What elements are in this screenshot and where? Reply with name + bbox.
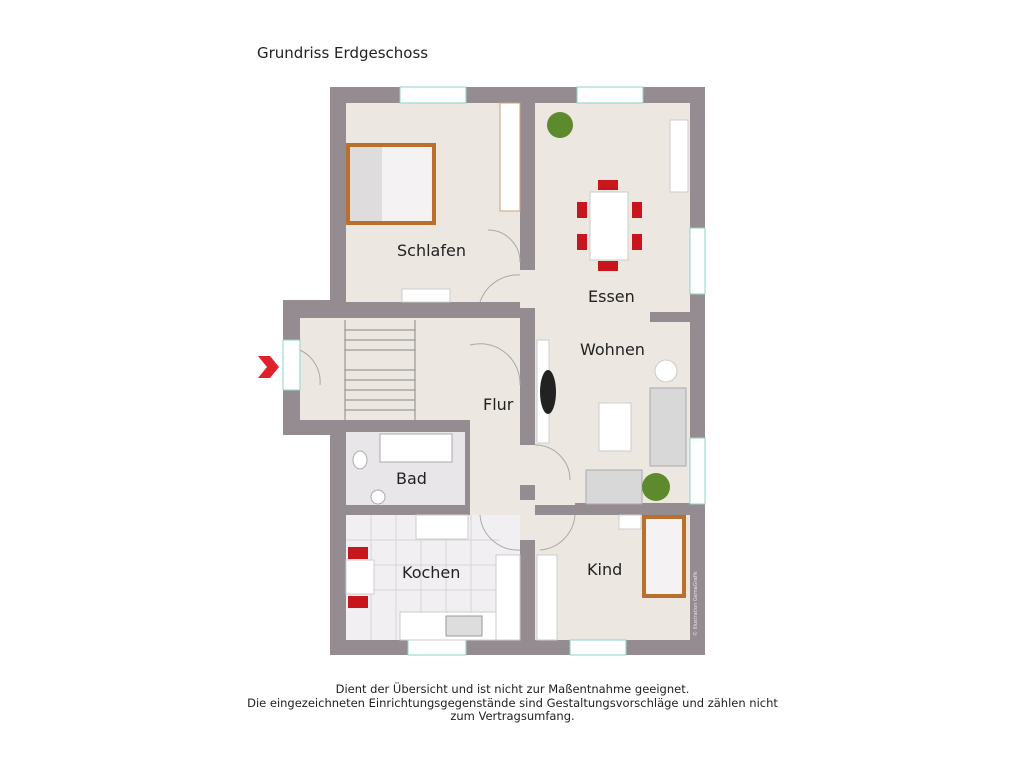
bathtub: [379, 433, 453, 463]
plan-title: Grundriss Erdgeschoss: [257, 44, 429, 62]
toilet-icon: [352, 450, 368, 470]
label-flur: Flur: [483, 395, 514, 414]
sink-icon: [370, 489, 386, 505]
label-kind: Kind: [587, 560, 622, 579]
disclaimer: Dient der Übersicht und ist nicht zur Ma…: [240, 682, 785, 724]
room-stairs: [300, 318, 470, 420]
stairs: [344, 320, 416, 420]
windows: [282, 86, 706, 656]
watermark: © Illustration GemaGrafik: [692, 571, 699, 636]
doors: [299, 229, 576, 551]
room-flur: [470, 318, 520, 515]
flur-lower: [520, 500, 535, 540]
coffee-table: [598, 402, 632, 452]
label-bad: Bad: [396, 469, 427, 488]
label-schlafen: Schlafen: [397, 241, 466, 260]
chairs: [348, 180, 642, 608]
dining-table-kitchen: [345, 559, 375, 595]
label-essen: Essen: [588, 287, 635, 306]
plant-icon: [547, 112, 573, 138]
dining-table: [589, 191, 629, 261]
label-wohnen: Wohnen: [580, 340, 645, 359]
sofa-2: [585, 469, 643, 505]
piano-icon: [540, 370, 556, 414]
entrance-arrow-icon: [258, 356, 279, 378]
disclaimer-line-2: Die eingezeichneten Einrichtungsgegenstä…: [247, 695, 778, 723]
disclaimer-line-1: Dient der Übersicht und ist nicht zur Ma…: [335, 682, 690, 696]
label-kochen: Kochen: [402, 563, 460, 582]
sofa: [649, 387, 687, 467]
wardrobe: [499, 102, 521, 212]
